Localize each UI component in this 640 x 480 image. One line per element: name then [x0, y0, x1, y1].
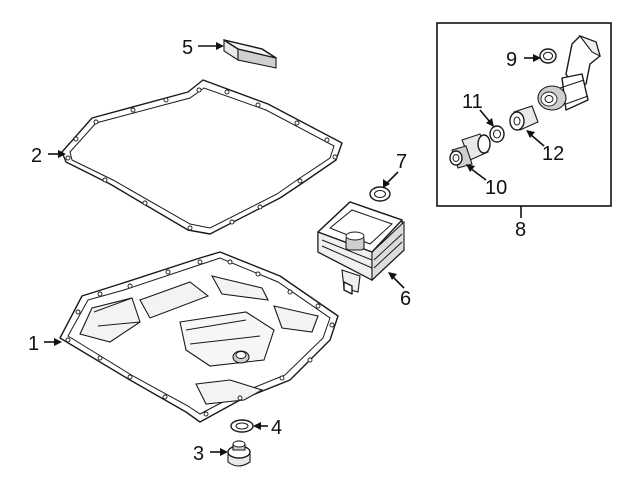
callout-8: 8: [515, 219, 526, 241]
part-10-connector: [449, 133, 491, 169]
part-1-oil-pan: [59, 251, 339, 423]
callout-12: 12: [542, 143, 564, 165]
callout-1: 1: [28, 333, 39, 355]
part-solenoid: [537, 34, 601, 111]
callout-5: 5: [182, 37, 193, 59]
callout-3: 3: [193, 443, 204, 465]
part-11-o-ring: [489, 125, 505, 143]
leader-lines: [44, 42, 545, 456]
callout-7: 7: [396, 151, 407, 173]
part-9-o-ring: [539, 48, 557, 64]
callout-10: 10: [485, 177, 507, 199]
part-5-block: [223, 38, 277, 69]
part-3-drain-plug: [227, 440, 251, 467]
part-12-sleeve: [509, 105, 539, 131]
callout-11: 11: [462, 91, 483, 113]
part-6-filter: [317, 201, 405, 295]
part-2-gasket: [61, 79, 343, 235]
part-7-seal-ring: [369, 186, 391, 202]
callout-labels: 5 2 1 4 3 7 6 8 9 11 12 10: [28, 37, 564, 465]
callout-2: 2: [31, 145, 42, 167]
callout-4: 4: [271, 417, 282, 439]
callout-9: 9: [506, 49, 517, 71]
part-4-washer: [230, 419, 254, 433]
callout-6: 6: [400, 288, 411, 310]
